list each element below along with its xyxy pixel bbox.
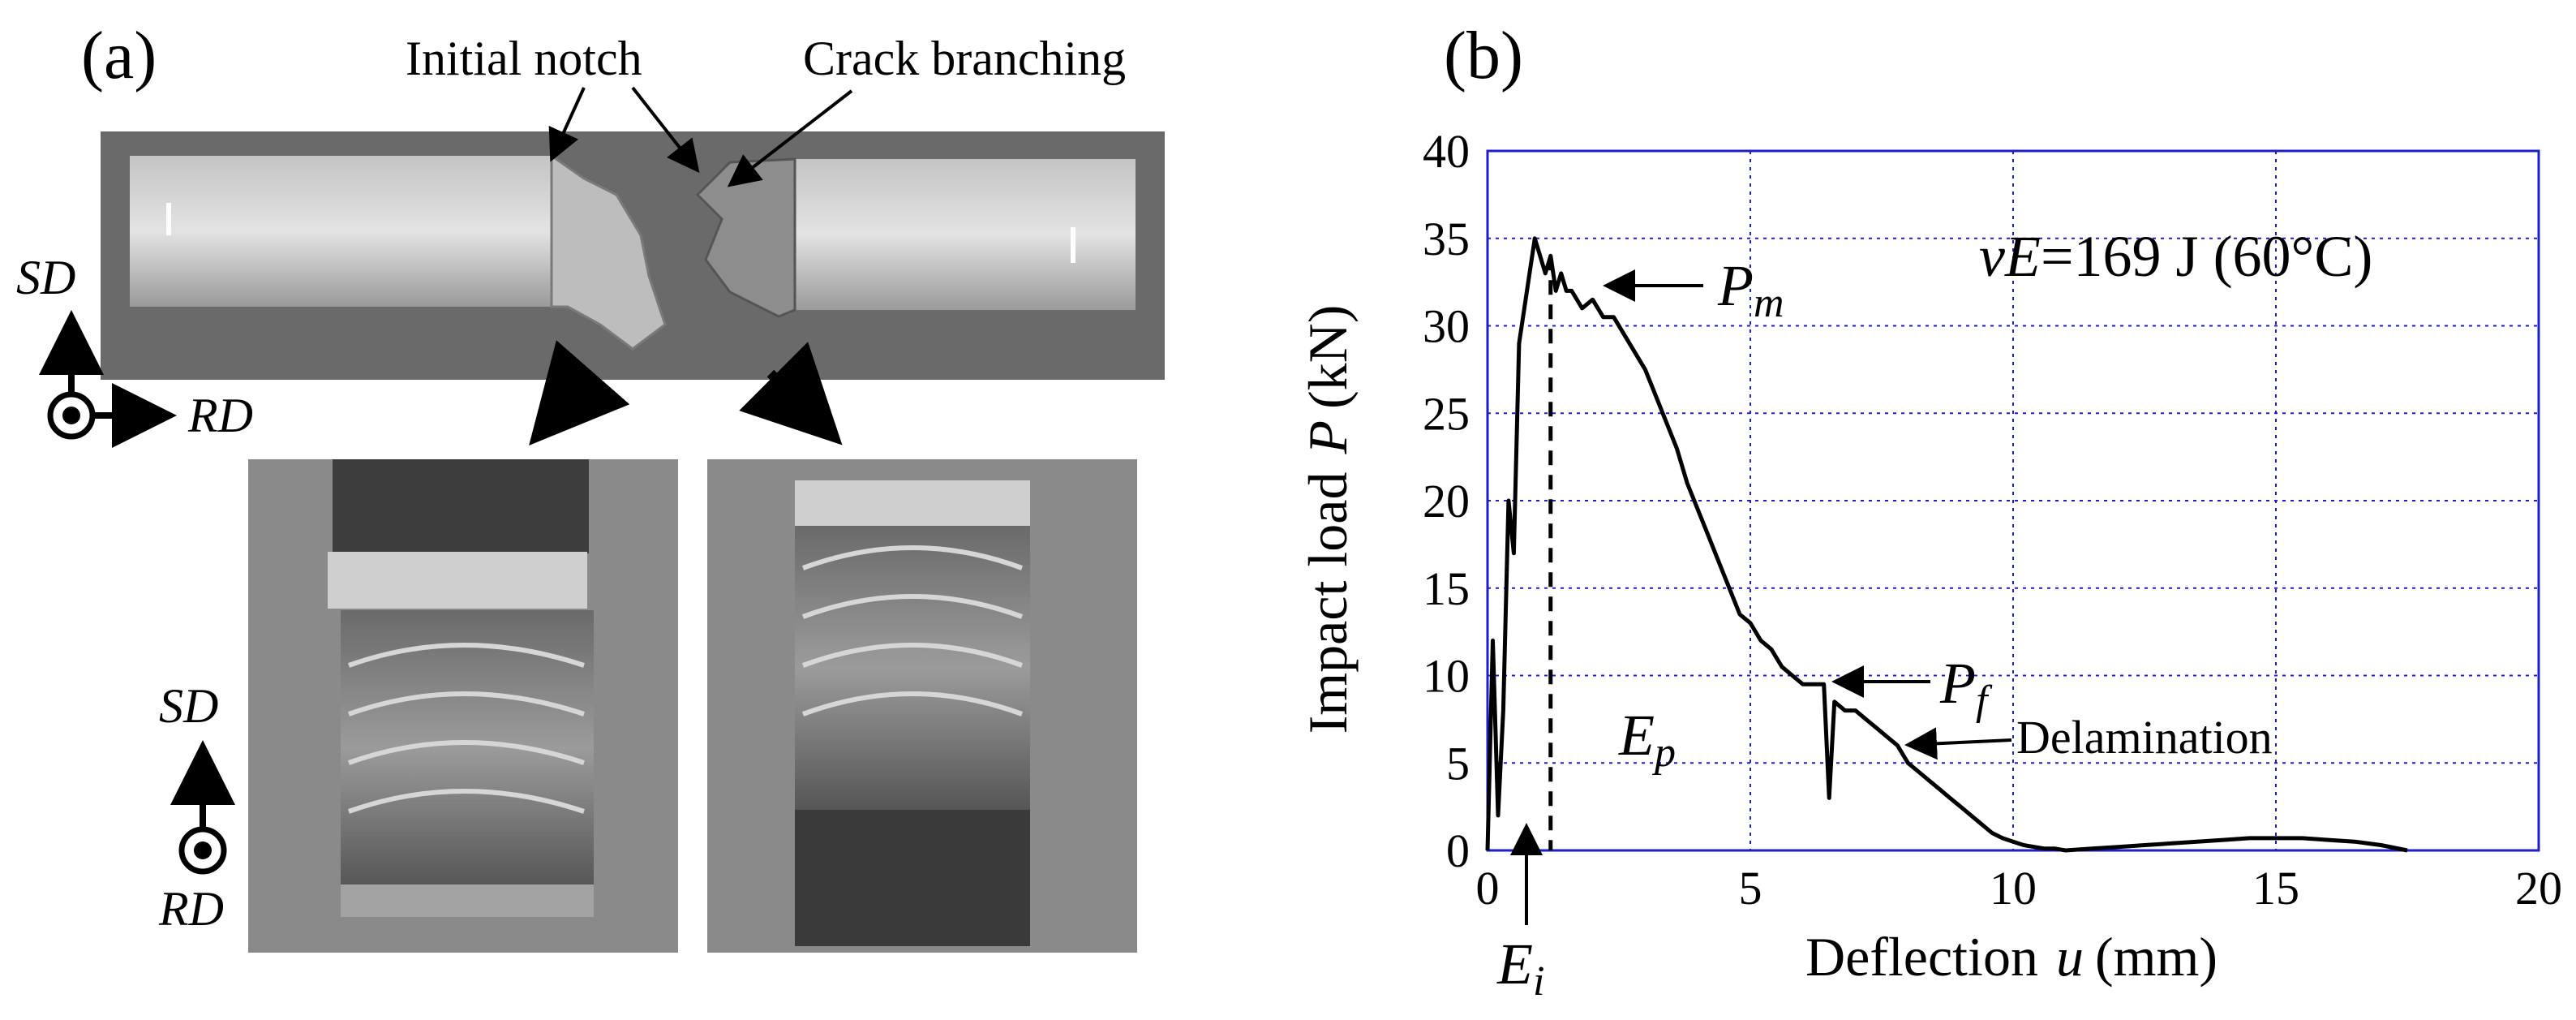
- left-specimen-half: [130, 156, 552, 307]
- right-fracture-edge: [695, 157, 796, 318]
- top-axis-indicator: SD RD: [16, 251, 253, 448]
- x-axis-symbol: u: [2056, 926, 2084, 988]
- ep-label: Ep: [1618, 703, 1676, 776]
- y-tick-label: 25: [1423, 387, 1470, 440]
- y-tick-label: 30: [1423, 300, 1470, 353]
- y-tick-label: 15: [1423, 562, 1470, 615]
- left-surface-arrow: [529, 340, 630, 446]
- left-fracture-edge: [550, 153, 667, 351]
- y-axis-unit: (kN): [1297, 305, 1359, 409]
- x-tick-label: 20: [2515, 862, 2562, 915]
- ei-main: E: [1496, 932, 1533, 996]
- load-deflection-chart: 0 5 10 15 20 0 5 10 15 20 25 30 35 40: [1423, 125, 2562, 915]
- x-tick-labels: 0 5 10 15 20: [1476, 862, 2563, 915]
- x-axis-label: Deflection u(mm): [1805, 926, 2218, 988]
- pm-label: Pm: [1717, 253, 1784, 326]
- plot-frame: [1486, 149, 2540, 852]
- initial-notch-arrow-right: [631, 86, 700, 174]
- ep-sub: p: [1651, 729, 1676, 776]
- y-tick-label: 40: [1423, 125, 1470, 178]
- ei-sub: i: [1533, 958, 1544, 1005]
- initial-notch-arrow-left: [548, 87, 586, 162]
- y-tick-label: 35: [1423, 213, 1470, 265]
- top-axis-rd: RD: [187, 389, 253, 442]
- x-tick-label: 15: [2252, 862, 2299, 915]
- x-tick-label: 10: [1990, 862, 2037, 915]
- pf-label: Pf: [1939, 651, 1993, 724]
- initial-notch-label: Initial notch: [406, 32, 642, 85]
- pm-main: P: [1717, 253, 1754, 318]
- pf-sub: f: [1976, 678, 1993, 724]
- y-tick-label: 10: [1423, 650, 1470, 703]
- top-axis-sd: SD: [16, 251, 75, 304]
- pm-sub: m: [1754, 280, 1784, 326]
- pf-main: P: [1939, 651, 1976, 716]
- y-tick-label: 20: [1423, 475, 1470, 527]
- x-tick-label: 5: [1739, 862, 1762, 915]
- fracture-surface-left: [248, 459, 678, 953]
- energy-v: v: [1979, 224, 2005, 289]
- y-tick-label: 0: [1446, 824, 1470, 877]
- x-tick-label: 0: [1476, 862, 1500, 915]
- bottom-axis-rd: RD: [158, 882, 224, 936]
- fracture-surface-right: [707, 459, 1137, 953]
- panel-b-label: (b): [1444, 18, 1523, 93]
- energy-e: E: [2004, 224, 2041, 289]
- y-axis-text: Impact load: [1297, 472, 1359, 734]
- delamination-arrow: [1904, 727, 2012, 760]
- energy-value: =169 J (60°C): [2041, 224, 2372, 289]
- energy-label: vE=169 J (60°C): [1979, 224, 2372, 289]
- bottom-axis-sd: SD: [159, 679, 218, 733]
- y-axis-label: Impact load P (kN): [1297, 305, 1359, 734]
- ei-label: Ei: [1496, 932, 1544, 1005]
- delamination-label: Delamination: [2016, 711, 2273, 764]
- ep-main: E: [1618, 703, 1655, 768]
- panel-a-label: (a): [81, 18, 157, 93]
- right-specimen-half: [795, 159, 1136, 310]
- grid-lines: [1488, 151, 2539, 850]
- specimen-photo: [101, 131, 1165, 380]
- crack-branching-arrow: [727, 89, 853, 187]
- y-axis-symbol: P: [1297, 420, 1359, 455]
- y-tick-labels: 0 5 10 15 20 25 30 35 40: [1423, 125, 1470, 877]
- crack-branching-label: Crack branching: [803, 32, 1126, 85]
- load-deflection-curve: [1485, 236, 2408, 853]
- right-surface-arrow: [739, 342, 843, 445]
- bottom-axis-indicator: SD RD: [158, 679, 235, 936]
- x-axis-unit: (mm): [2095, 926, 2218, 988]
- y-tick-label: 5: [1446, 737, 1470, 790]
- x-axis-text: Deflection: [1805, 926, 2038, 988]
- panel-a: (a) Initial notch Crack branching SD RD: [16, 18, 1165, 953]
